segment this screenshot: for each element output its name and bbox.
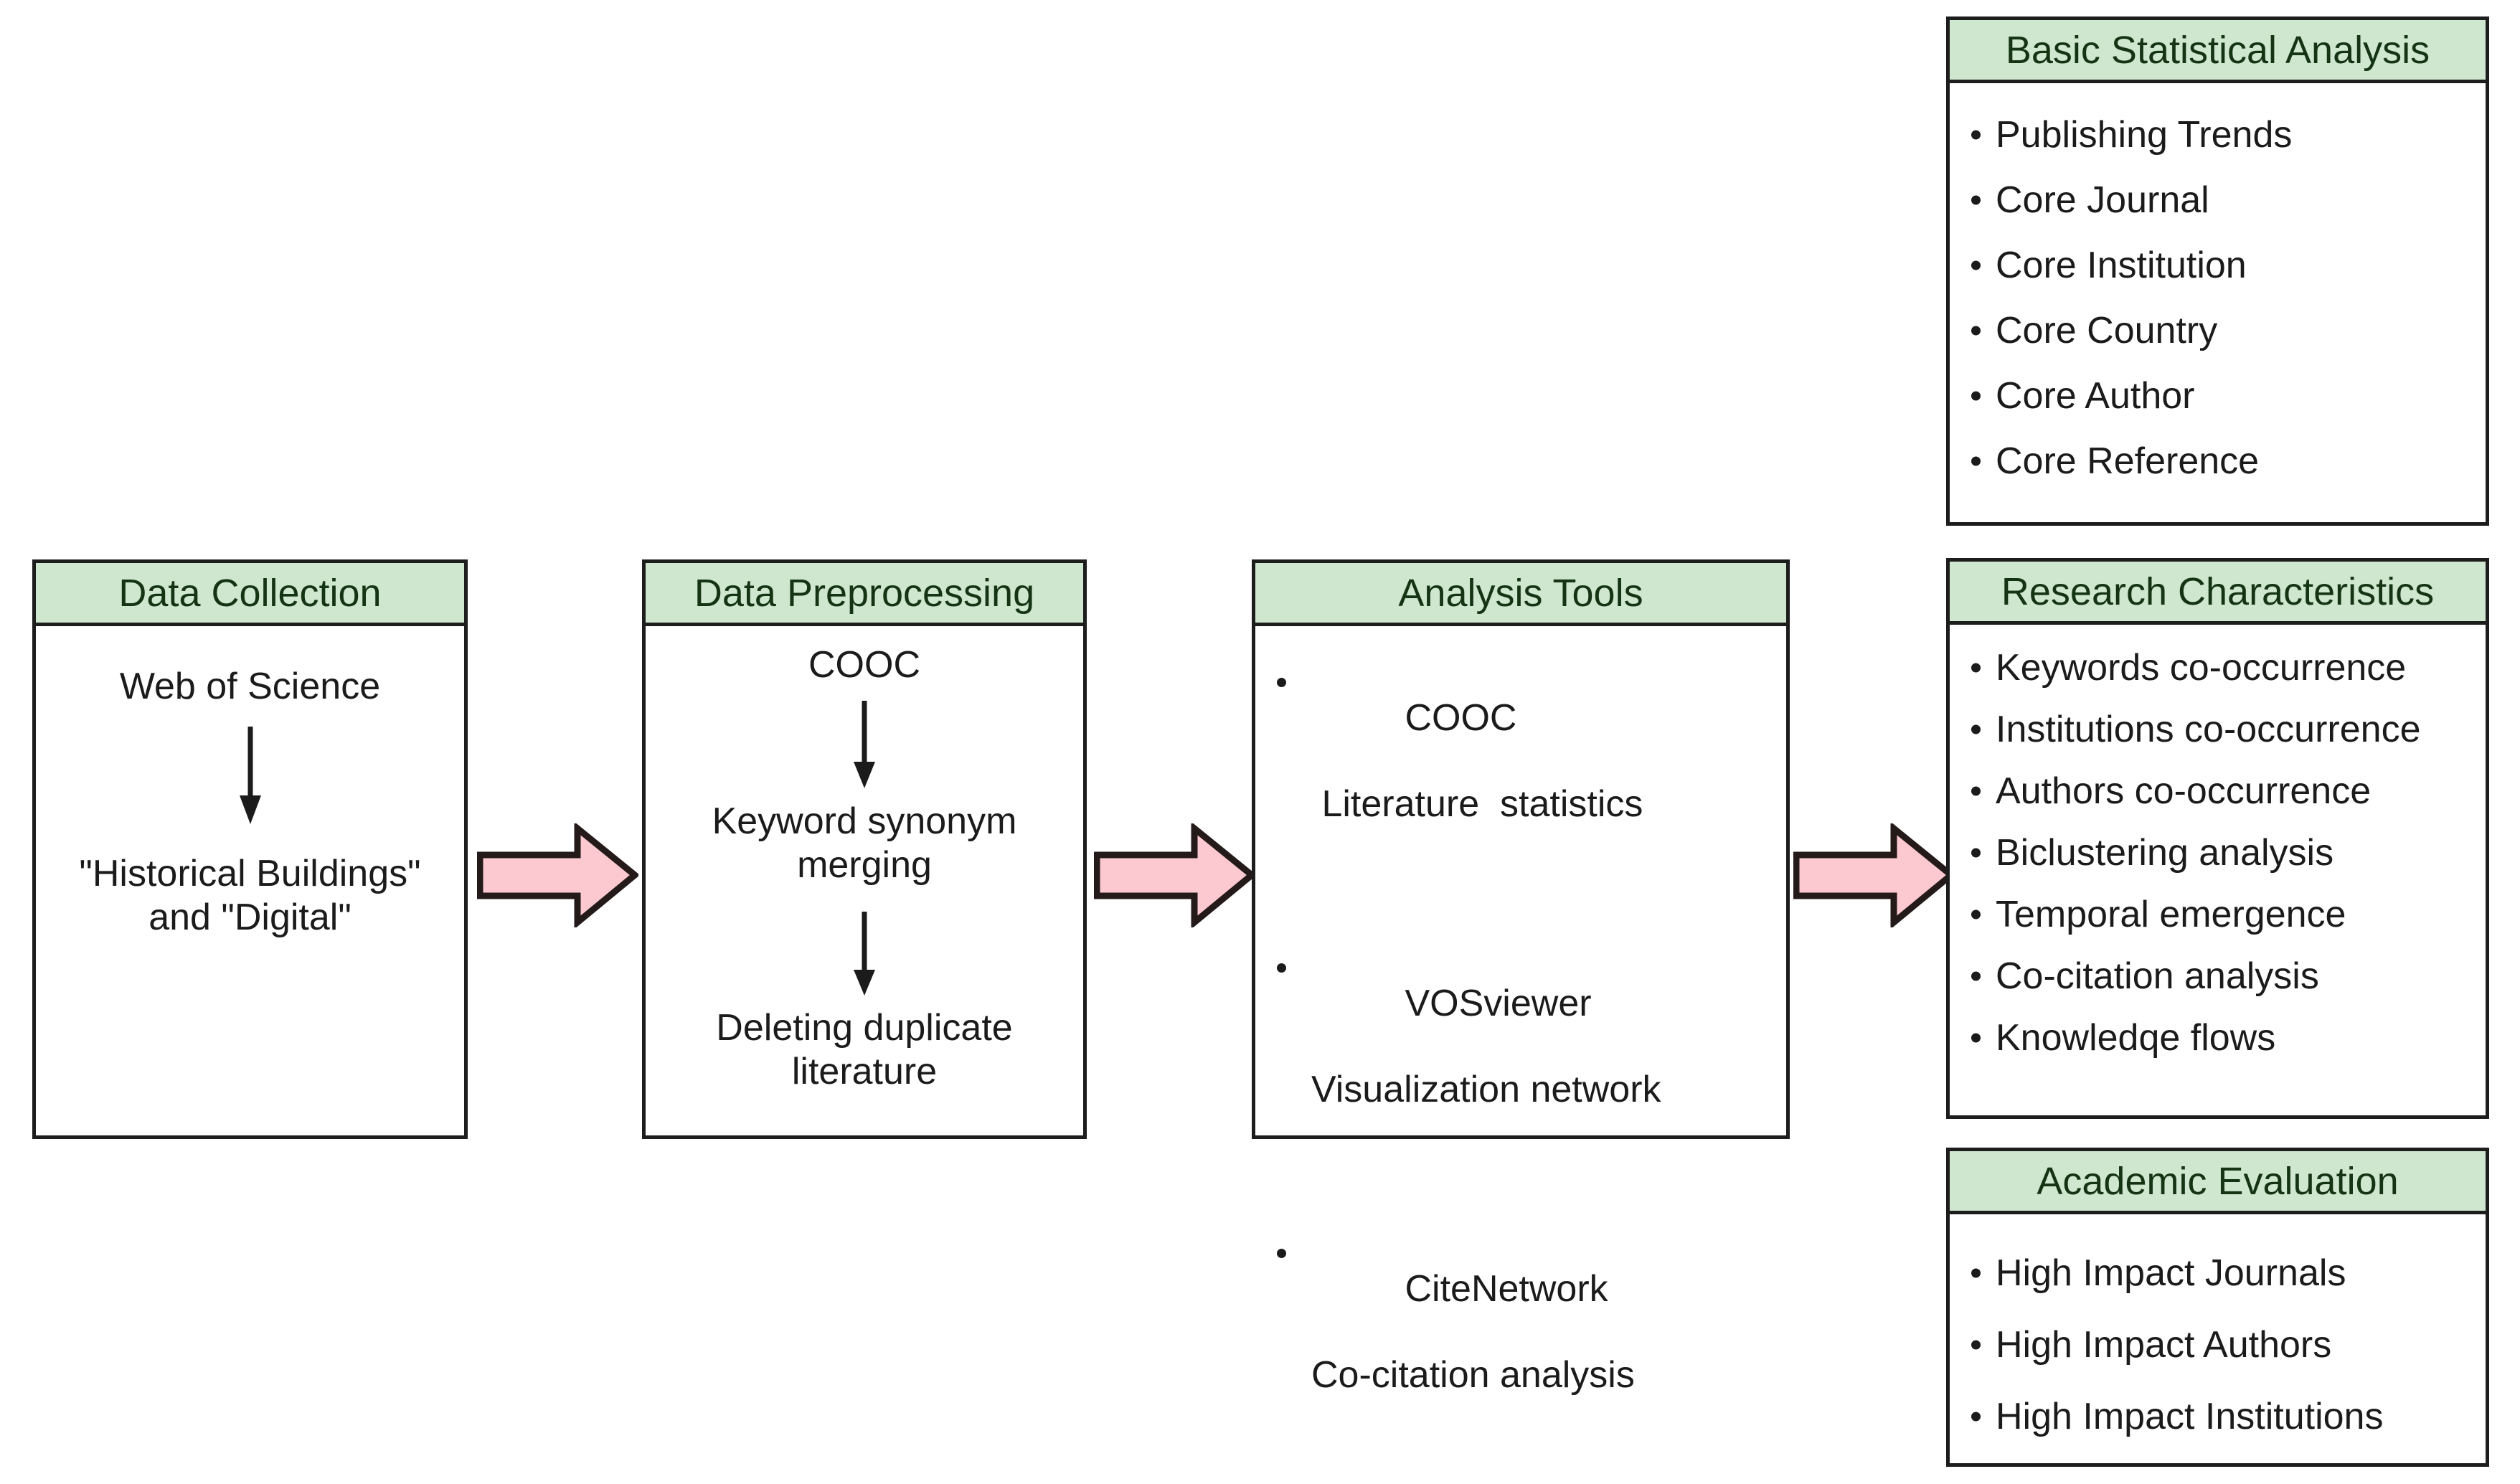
list-item: CiteNetwork Co-citation analysis [1268, 1224, 1786, 1483]
arrow-collection-to-preprocessing [477, 823, 638, 927]
card-data-preprocessing: Data Preprocessing COOC Keyword synonym … [642, 559, 1087, 1139]
card-research-characteristics-body: Keywords co-occurrence Institutions co-o… [1950, 625, 2486, 1119]
card-data-collection-header: Data Collection [36, 563, 464, 626]
down-arrow-icon [239, 727, 261, 824]
preprocessing-step-1: COOC [808, 644, 920, 686]
data-collection-query: "Historical Buildings" and "Digital" [79, 853, 421, 939]
list-item: Knowledqe flows [1963, 1016, 2486, 1059]
card-academic-evaluation: Academic Evaluation High Impact Journals… [1946, 1148, 2489, 1467]
card-analysis-tools: Analysis Tools COOC Literature statistic… [1252, 559, 1790, 1396]
tool-name: COOC [1405, 697, 1517, 739]
data-collection-source: Web of Science [119, 666, 381, 707]
list-item: Publishing Trends [1963, 113, 2486, 156]
card-basic-statistical-analysis: Basic Statistical Analysis Publishing Tr… [1946, 16, 2489, 526]
arrow-tools-to-outputs [1793, 823, 1955, 927]
tool-name: CiteNetwork [1405, 1268, 1608, 1310]
card-data-collection-body: Web of Science "Historical Buildings" an… [36, 626, 464, 1139]
preprocessing-step-3: Deleting duplicate literature [716, 1007, 1013, 1093]
card-analysis-tools-body: COOC Literature statistics VOSviewer Vis… [1255, 626, 1786, 1396]
list-item: High Impact Institutions [1963, 1395, 2486, 1438]
card-data-collection: Data Collection Web of Science "Historic… [32, 559, 468, 1139]
preprocessing-step-2: Keyword synonym merging [712, 800, 1017, 887]
card-research-characteristics-header: Research Characteristics [1950, 562, 2486, 625]
list-item: Authors co-occurrence [1963, 770, 2486, 813]
down-arrow-icon [854, 701, 875, 788]
list-item: Co-citation analysis [1963, 955, 2486, 998]
card-academic-evaluation-body: High Impact Journals High Impact Authors… [1950, 1214, 2486, 1467]
list-item: Temporal emergence [1963, 893, 2486, 936]
analysis-tools-list: COOC Literature statistics VOSviewer Vis… [1268, 653, 1786, 1484]
card-basic-statistical-analysis-header: Basic Statistical Analysis [1950, 20, 2486, 83]
list-item: High Impact Journals [1963, 1252, 2486, 1295]
list-item: COOC Literature statistics [1268, 653, 1786, 912]
card-data-preprocessing-header: Data Preprocessing [646, 563, 1083, 626]
tool-description: Co-citation analysis [1311, 1354, 1635, 1396]
list-item: VOSviewer Visualization network [1268, 939, 1786, 1197]
research-characteristics-list: Keywords co-occurrence Institutions co-o… [1963, 646, 2486, 1059]
list-item: Core Journal [1963, 179, 2486, 222]
list-item: Core Institution [1963, 244, 2486, 287]
list-item: Core Author [1963, 374, 2486, 417]
list-item: Institutions co-occurrence [1963, 708, 2486, 751]
basic-statistical-analysis-list: Publishing Trends Core Journal Core Inst… [1963, 113, 2486, 483]
card-research-characteristics: Research Characteristics Keywords co-occ… [1946, 558, 2489, 1119]
card-analysis-tools-header: Analysis Tools [1255, 563, 1786, 626]
list-item: High Impact Authors [1963, 1323, 2486, 1366]
list-item: Keywords co-occurrence [1963, 646, 2486, 689]
tool-description: Visualization network [1311, 1069, 1661, 1110]
down-arrow-icon [854, 912, 875, 996]
arrow-preprocessing-to-tools [1094, 823, 1255, 927]
list-item: Biclustering analysis [1963, 831, 2486, 874]
list-item: Core Country [1963, 309, 2486, 352]
card-academic-evaluation-header: Academic Evaluation [1950, 1151, 2486, 1214]
card-data-preprocessing-body: COOC Keyword synonym merging Deleting du… [646, 626, 1083, 1139]
list-item: Core Reference [1963, 440, 2486, 483]
tool-description: Literature statistics [1311, 783, 1643, 825]
tool-name: VOSviewer [1405, 983, 1592, 1024]
card-basic-statistical-analysis-body: Publishing Trends Core Journal Core Inst… [1950, 83, 2486, 526]
academic-evaluation-list: High Impact Journals High Impact Authors… [1963, 1252, 2486, 1438]
